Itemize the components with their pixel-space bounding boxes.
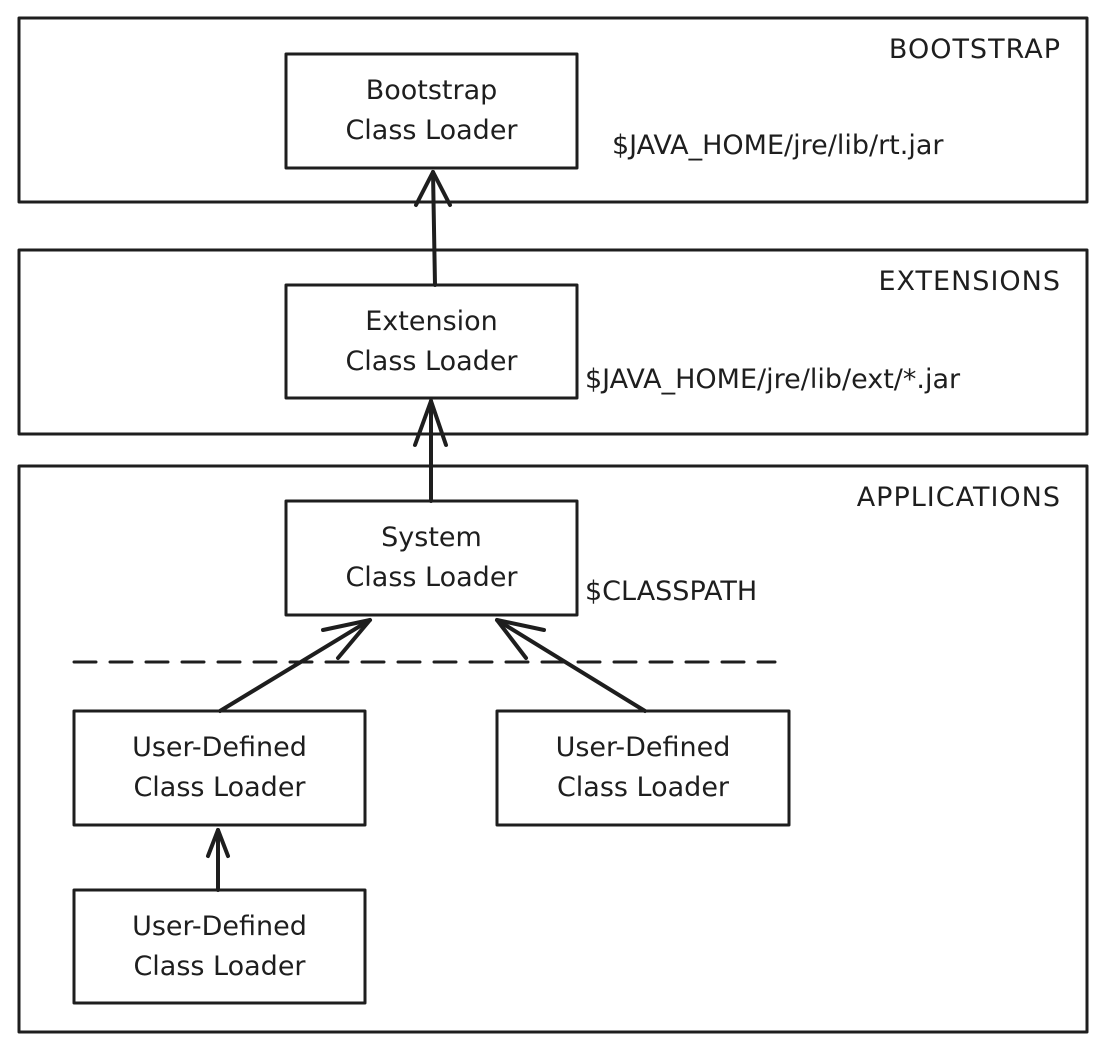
bootstrap-loader-line1: Bootstrap xyxy=(365,75,498,106)
extension-loader-box xyxy=(284,283,579,400)
system-loader-line1: System xyxy=(381,522,482,553)
user-loader-right: User-Defined Class Loader xyxy=(497,711,789,825)
bootstrap-loader-line2: Class Loader xyxy=(345,115,518,146)
arrow-user-left-to-system xyxy=(218,618,372,713)
extensions-path-label: $JAVA_HOME/jre/lib/ext/*.jar xyxy=(585,364,961,395)
system-loader-line2: Class Loader xyxy=(345,562,518,593)
extension-loader-line2: Class Loader xyxy=(345,345,518,377)
bootstrap-region-title: BOOTSTRAP xyxy=(888,34,1061,65)
bootstrap-region-frame xyxy=(17,16,1089,204)
bootstrap-loader: Bootstrap Class Loader xyxy=(286,54,577,168)
applications-region-title: APPLICATIONS xyxy=(856,482,1061,513)
user-loader-right-line1: User-Defined xyxy=(555,732,731,763)
extension-loader: Extension Class Loader xyxy=(286,285,577,398)
user-loader-right-line2: Class Loader xyxy=(556,772,730,803)
arrow-extension-to-bootstrap xyxy=(414,170,452,287)
user-loader-bottom-line1: User-Defined xyxy=(132,910,307,942)
applications-path-label: $CLASSPATH xyxy=(585,576,758,607)
user-loader-left-line1: User-Defined xyxy=(132,732,307,763)
arrow-user-bottom-to-user-left xyxy=(206,828,230,892)
user-loader-left: User-Defined Class Loader xyxy=(74,711,365,825)
extension-loader-line1: Extension xyxy=(365,305,498,337)
user-loader-left-line2: Class Loader xyxy=(133,772,306,803)
extensions-region-title: EXTENSIONS xyxy=(878,266,1061,297)
user-loader-bottom: User-Defined Class Loader xyxy=(74,890,365,1003)
bootstrap-loader-box xyxy=(284,52,579,170)
arrow-user-right-to-system xyxy=(495,618,647,713)
applications-region-frame xyxy=(17,464,1089,1034)
bootstrap-path-label: $JAVA_HOME/jre/lib/rt.jar xyxy=(612,130,944,161)
arrow-system-to-extension xyxy=(413,399,448,503)
system-loader: System Class Loader xyxy=(286,501,577,615)
user-loader-bottom-line2: Class Loader xyxy=(133,950,306,982)
extensions-region-frame xyxy=(17,248,1089,436)
